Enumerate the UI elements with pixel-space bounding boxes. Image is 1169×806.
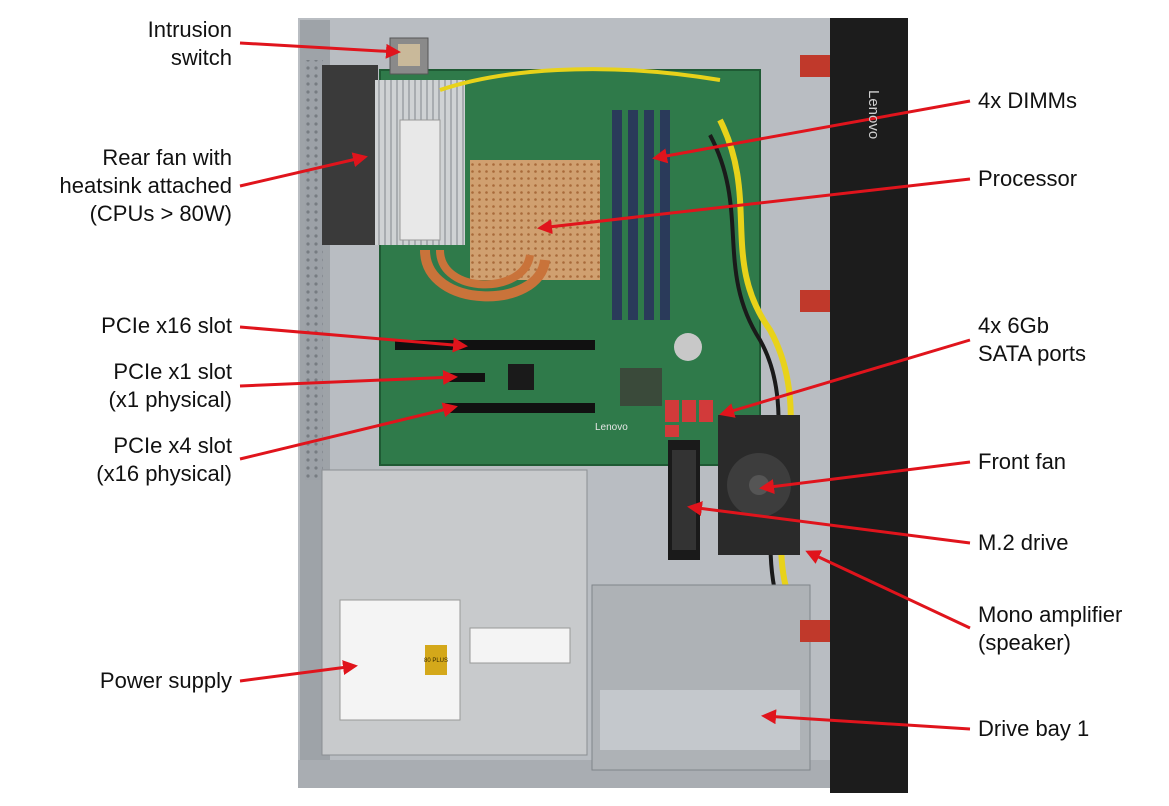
label-drive-bay: Drive bay 1 — [978, 715, 1089, 743]
label-line: M.2 drive — [978, 530, 1069, 555]
label-line: switch — [170, 45, 232, 70]
label-line: 4x DIMMs — [978, 88, 1077, 113]
label-line: PCIe x16 slot — [101, 313, 232, 338]
psu-80plus-badge: 80 PLUS — [424, 658, 448, 664]
label-pcie-x4: PCIe x4 slot (x16 physical) — [96, 432, 232, 488]
label-pcie-x1: PCIe x1 slot (x1 physical) — [109, 358, 232, 414]
board-brand-logo: Lenovo — [595, 422, 628, 433]
leader-amplifier — [805, 550, 971, 630]
intrusion-switch — [389, 37, 429, 75]
label-line: Processor — [978, 166, 1078, 191]
leader-rear-fan — [239, 152, 368, 188]
label-line: SATA ports — [978, 341, 1087, 366]
leader-sata — [719, 338, 971, 418]
label-mono-amplifier: Mono amplifier (speaker) — [978, 601, 1122, 657]
rear-fan-heatsink — [322, 65, 465, 245]
leader-front-fan — [759, 460, 971, 494]
leader-pcie-x16 — [239, 325, 468, 353]
label-line: Drive bay 1 — [978, 716, 1090, 741]
power-supply-unit — [321, 469, 588, 756]
front-fan — [718, 415, 800, 555]
leader-processor — [537, 177, 971, 235]
label-m2-drive: M.2 drive — [978, 529, 1068, 557]
label-line: PCIe x4 slot — [113, 433, 232, 458]
label-line: Power supply — [99, 668, 232, 693]
label-line: Front fan — [978, 449, 1067, 474]
label-line: Intrusion — [147, 17, 232, 42]
bezel-brand-logo: Lenovo — [865, 90, 882, 139]
label-line: Mono amplifier — [978, 602, 1123, 627]
label-line: 4x 6Gb — [978, 313, 1049, 338]
leader-drive-bay — [761, 709, 971, 731]
label-line: (speaker) — [978, 630, 1071, 655]
leader-dimms — [652, 99, 971, 164]
pcie-slots — [395, 340, 595, 413]
leader-lines — [239, 41, 971, 731]
label-sata-ports: 4x 6Gb SATA ports — [978, 312, 1086, 368]
leader-pcie-x4 — [239, 402, 458, 461]
label-front-fan: Front fan — [978, 448, 1066, 476]
label-processor: Processor — [978, 165, 1077, 193]
label-pcie-x16: PCIe x16 slot — [101, 312, 232, 340]
leader-m2 — [687, 501, 971, 545]
leader-intrusion — [239, 41, 401, 59]
m2-drive — [668, 440, 700, 560]
label-line: heatsink attached — [59, 173, 232, 198]
label-line: (CPUs > 80W) — [89, 201, 232, 226]
label-rear-fan: Rear fan with heatsink attached (CPUs > … — [60, 144, 232, 228]
processor-cooler — [420, 160, 600, 302]
label-line: PCIe x1 slot — [113, 359, 232, 384]
label-power-supply: Power supply — [100, 667, 232, 695]
sata-ports — [665, 400, 713, 437]
label-line: (x16 physical) — [96, 461, 232, 486]
drive-bay — [591, 584, 811, 771]
label-dimms: 4x DIMMs — [978, 87, 1077, 115]
leader-pcie-x1 — [239, 370, 458, 388]
label-line: (x1 physical) — [108, 387, 232, 412]
leader-psu — [239, 660, 358, 683]
label-line: Rear fan with — [102, 145, 232, 170]
front-bezel — [800, 18, 908, 793]
label-intrusion-switch: Intrusion switch — [148, 16, 232, 72]
